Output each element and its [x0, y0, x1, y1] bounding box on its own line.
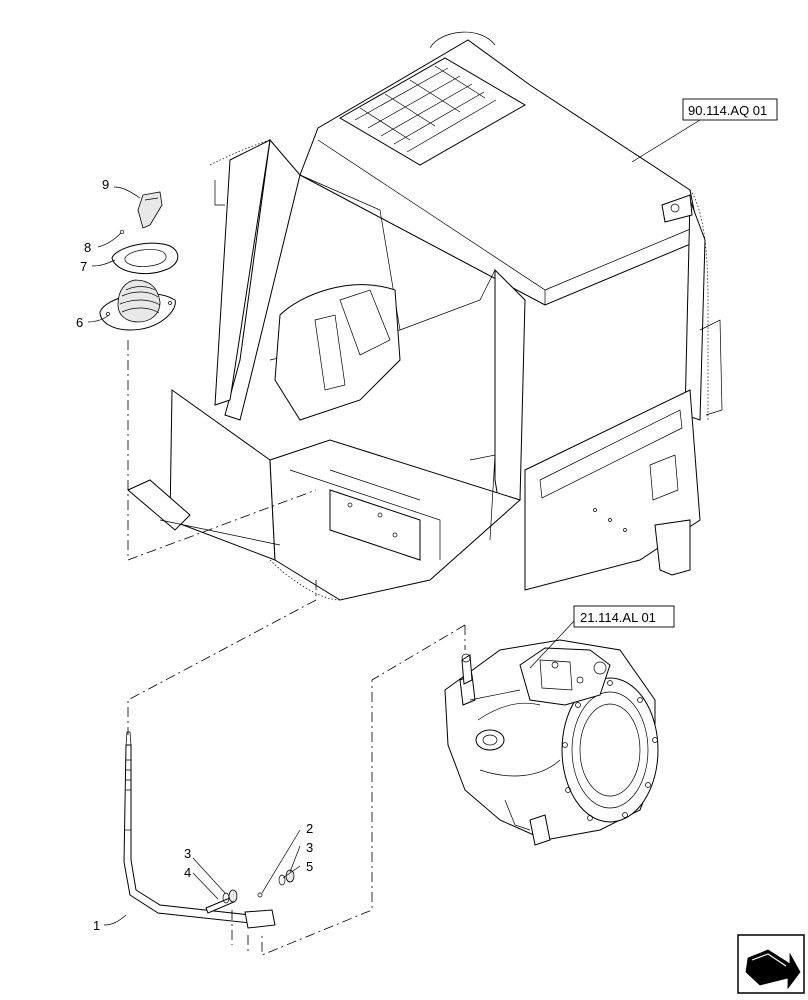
callout-3-left: 3 [184, 846, 191, 861]
shift-lever-rod [123, 731, 276, 929]
reference-cab-label: 90.114.AQ 01 [688, 103, 767, 118]
reference-cab[interactable]: 90.114.AQ 01 [682, 98, 778, 121]
reference-transmission[interactable]: 21.114.AL 01 [573, 605, 675, 628]
callout-3-right: 3 [306, 840, 313, 855]
flange-bolts [562, 680, 658, 821]
transmission [444, 639, 659, 846]
bezel-plate [111, 242, 179, 275]
callout-6: 6 [76, 315, 83, 330]
fasteners [205, 869, 295, 914]
shift-boot [99, 279, 176, 331]
callout-7: 7 [80, 259, 87, 274]
callout-2: 2 [306, 821, 313, 836]
next-page-arrow-icon[interactable] [737, 934, 805, 994]
callout-5: 5 [306, 859, 313, 874]
screw-8 [119, 229, 125, 235]
roof-grille [339, 57, 526, 166]
callout-1: 1 [93, 918, 100, 933]
callout-9: 9 [102, 177, 109, 192]
callout-8: 8 [84, 240, 91, 255]
reference-transmission-label: 21.114.AL 01 [580, 610, 656, 625]
shift-knob [137, 191, 163, 229]
callout-4: 4 [184, 865, 191, 880]
installation-lines [127, 340, 466, 956]
callout-leaders [87, 119, 701, 926]
cab-frame [127, 31, 723, 601]
